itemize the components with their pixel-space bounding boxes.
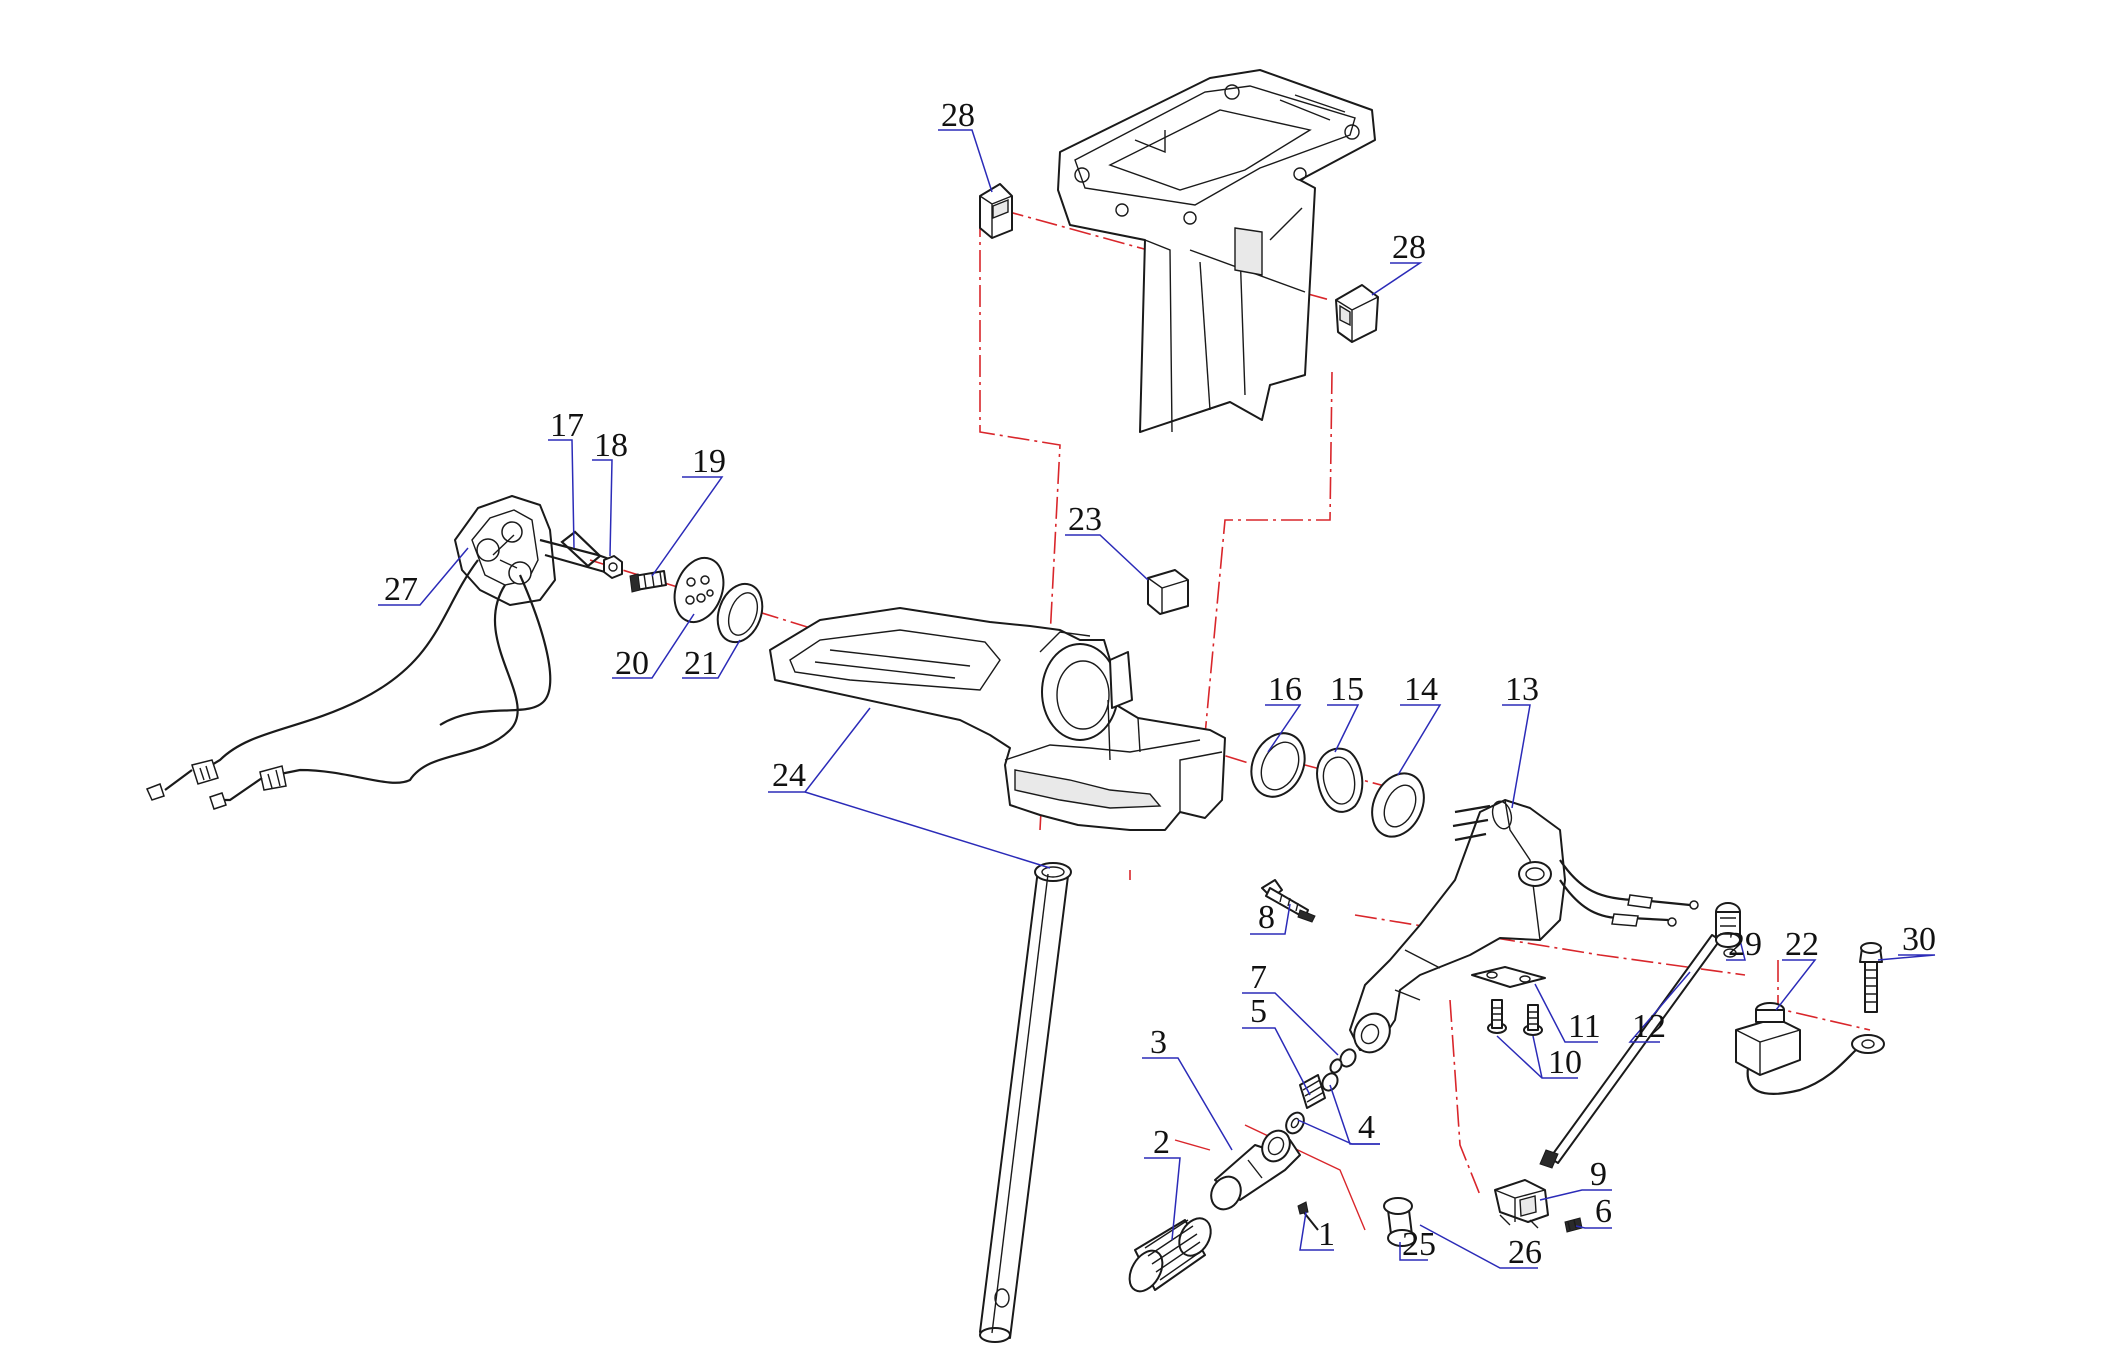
callout-4: 4 [1358, 1109, 1375, 1146]
callout-17: 17 [550, 407, 584, 444]
callout-6: 6 [1595, 1193, 1612, 1230]
rubber-mount-block-right [1335, 284, 1379, 343]
callout-9: 9 [1590, 1156, 1607, 1193]
throttle-cables [145, 530, 613, 810]
screw-10b [1523, 1004, 1543, 1036]
throttle-grip-2 [1128, 1217, 1212, 1293]
bolt-19 [629, 570, 667, 593]
callout-26: 26 [1508, 1234, 1542, 1271]
screw-10a [1487, 999, 1507, 1034]
screw-1 [1297, 1201, 1319, 1231]
cable-grommet [454, 495, 556, 606]
bolt-30 [1859, 942, 1883, 1013]
screw-6 [1564, 1217, 1583, 1233]
callout-10: 10 [1548, 1044, 1582, 1081]
hex-nut-18 [603, 555, 623, 579]
callout-24: 24 [772, 757, 806, 794]
rubber-mount-block-left [979, 183, 1013, 239]
callout-14: 14 [1404, 671, 1438, 708]
washer-7 [1329, 1048, 1357, 1074]
callout-3: 3 [1150, 1024, 1167, 1061]
ring-21 [716, 582, 764, 644]
tiller-tube [979, 862, 1072, 1343]
tiller-handle-arm [1349, 799, 1699, 1054]
callout-13: 13 [1505, 671, 1539, 708]
callout-11: 11 [1568, 1008, 1601, 1045]
callout-21: 21 [684, 645, 718, 682]
callout-29: 29 [1728, 926, 1762, 963]
spring-5 [1299, 1072, 1339, 1109]
callout-28-right: 28 [1392, 229, 1426, 266]
rubber-block-23 [1147, 569, 1189, 615]
washer-14 [1371, 772, 1425, 838]
callout-23: 23 [1068, 501, 1102, 538]
callout-1: 1 [1318, 1216, 1335, 1253]
steering-bracket [769, 607, 1226, 831]
callout-19: 19 [692, 443, 726, 480]
engine-pan-housing [1057, 69, 1376, 433]
callout-30: 30 [1902, 921, 1936, 958]
callout-22: 22 [1785, 926, 1819, 963]
o-ring-16 [1250, 732, 1306, 798]
callout-15: 15 [1330, 671, 1364, 708]
callout-25: 25 [1402, 1226, 1436, 1263]
callout-28-left: 28 [941, 97, 975, 134]
bushing-25 [1383, 1197, 1417, 1247]
callout-27: 27 [384, 571, 418, 608]
clamp-9 [1494, 1179, 1549, 1229]
callout-5: 5 [1250, 993, 1267, 1030]
callout-20: 20 [615, 645, 649, 682]
callout-8: 8 [1258, 899, 1275, 936]
washer-4 [1285, 1111, 1305, 1135]
leader-lines [378, 129, 1936, 1269]
callout-16: 16 [1268, 671, 1302, 708]
callout-12: 12 [1632, 1008, 1666, 1045]
choke-knob-29 [1715, 902, 1741, 958]
plate-20 [673, 557, 725, 623]
stop-switch-22 [1735, 1002, 1885, 1095]
callout-2: 2 [1153, 1124, 1170, 1161]
callout-18: 18 [594, 427, 628, 464]
plate-11 [1471, 966, 1546, 988]
adjust-screw-8 [1261, 879, 1316, 923]
wave-washer-15 [1316, 747, 1364, 813]
callout-labels: 28 28 23 17 18 19 27 20 21 24 16 15 14 1… [384, 97, 1936, 1271]
throttle-shaft-3 [1210, 1129, 1301, 1211]
callout-7: 7 [1250, 959, 1267, 996]
